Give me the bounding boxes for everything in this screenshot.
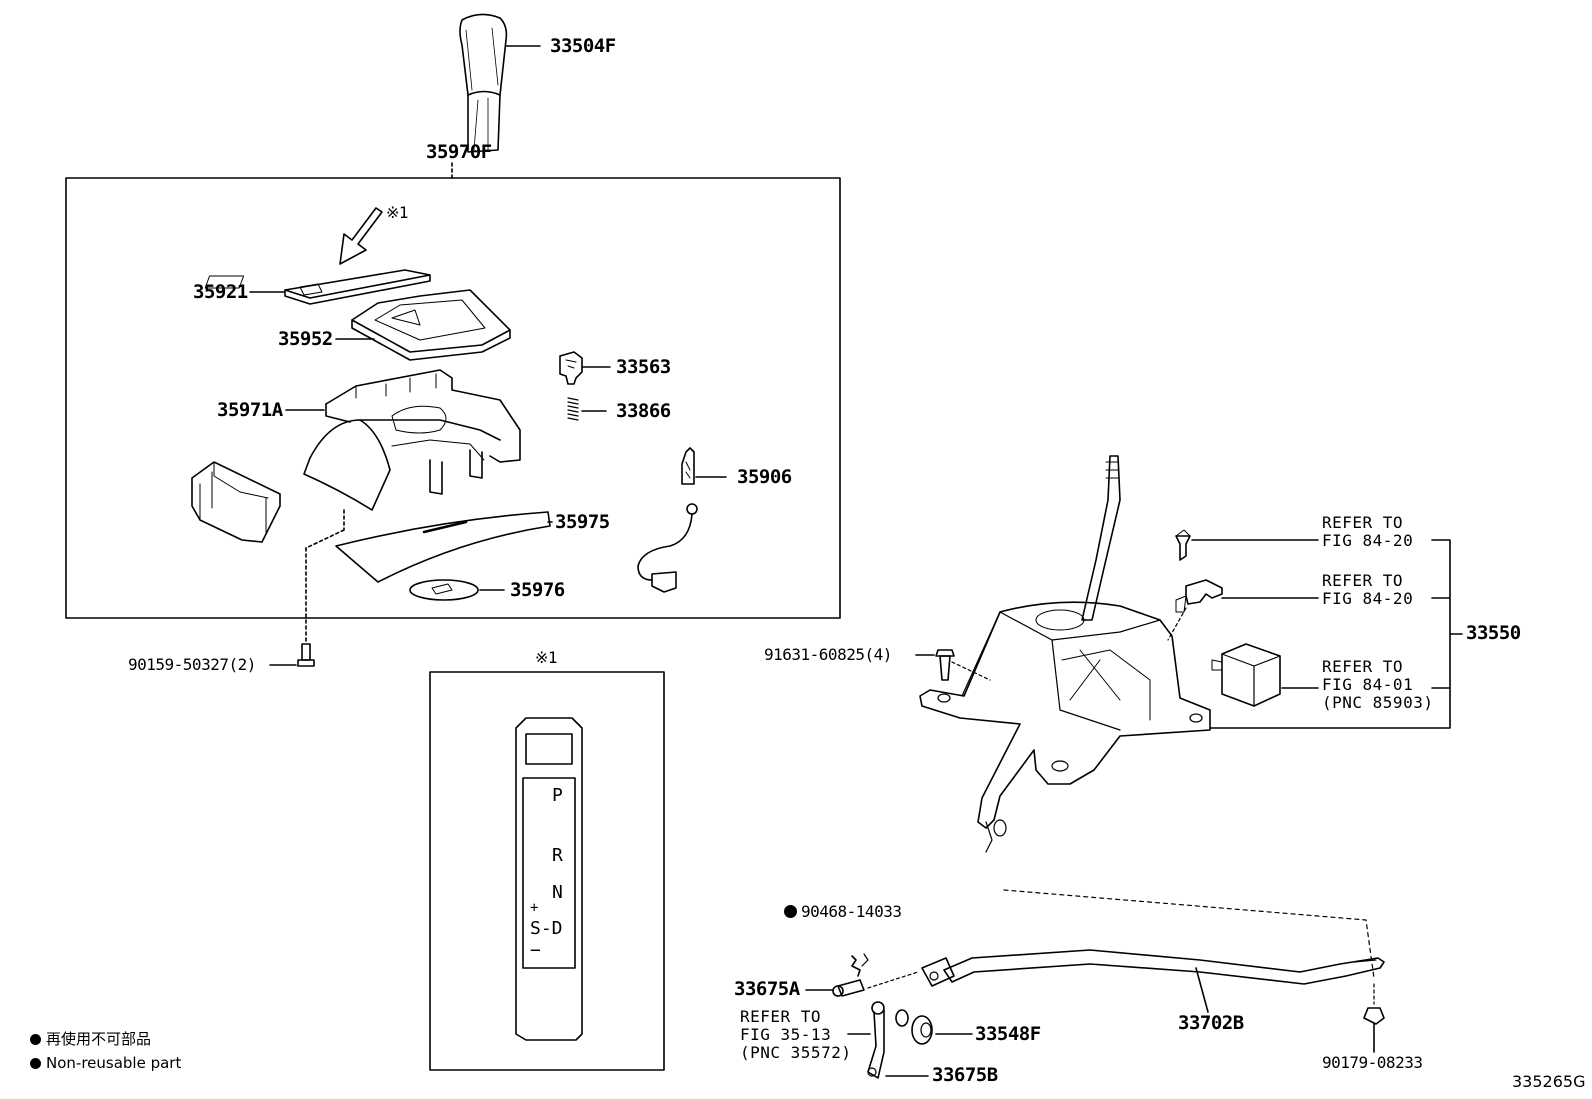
label-33866[interactable]: 33866 xyxy=(616,400,671,422)
spring-33866-drawing xyxy=(567,397,579,421)
label-33550[interactable]: 33550 xyxy=(1466,622,1521,644)
clip-33563-drawing xyxy=(559,351,583,385)
legend-jp: 再使用不可部品 xyxy=(30,1032,151,1047)
leader-33702B xyxy=(1195,967,1209,1013)
label-35952[interactable]: 35952 xyxy=(278,328,333,350)
leader-dashed-housing xyxy=(305,509,345,549)
shift-lever-drawing xyxy=(1081,455,1121,621)
label-91631[interactable]: 91631-60825(4) xyxy=(764,645,892,664)
label-35921[interactable]: 35921 xyxy=(193,281,248,303)
gate-letter-r: R xyxy=(552,845,563,866)
ref-fig-84-20-b[interactable]: REFER TO FIG 84-20 xyxy=(1322,571,1414,608)
label-33548F[interactable]: 33548F xyxy=(975,1023,1041,1045)
label-90159[interactable]: 90159-50327(2) xyxy=(128,655,256,674)
label-33675A[interactable]: 33675A xyxy=(734,978,800,1000)
dashed-link xyxy=(1003,889,1375,979)
gate-letter-p: P xyxy=(552,785,563,806)
shift-base-drawing xyxy=(919,601,1211,853)
legend-en: Non-reusable part xyxy=(30,1056,181,1071)
label-35975[interactable]: 35975 xyxy=(555,511,610,533)
note-star1: ※1 xyxy=(386,203,409,222)
bolt-90159-drawing xyxy=(297,547,315,667)
note-star1-detail: ※1 xyxy=(535,648,558,667)
plate-35921-drawing xyxy=(204,269,431,305)
nut-90179-drawing xyxy=(1363,983,1385,1025)
label-35971A[interactable]: 35971A xyxy=(217,399,283,421)
rod-33702B-drawing xyxy=(921,949,1385,987)
clip-ref1-drawing xyxy=(1175,529,1191,561)
detail-box xyxy=(429,671,665,1071)
ref-fig-84-20-a[interactable]: REFER TO FIG 84-20 xyxy=(1322,513,1414,550)
label-35906[interactable]: 35906 xyxy=(737,466,792,488)
label-90468[interactable]: 90468-14033 xyxy=(784,902,902,921)
gate-letter-minus: − xyxy=(530,940,541,961)
ref-fig-84-01[interactable]: REFER TO FIG 84-01 (PNC 85903) xyxy=(1322,657,1434,712)
arrow-note xyxy=(339,207,383,265)
label-33675B[interactable]: 33675B xyxy=(932,1064,998,1086)
label-33504F[interactable]: 33504F xyxy=(550,35,616,57)
label-33563[interactable]: 33563 xyxy=(616,356,671,378)
label-90468-text: 90468-14033 xyxy=(801,902,902,921)
legend-dot-icon xyxy=(30,1034,41,1045)
lever-33675B-drawing xyxy=(867,1001,885,1079)
leader-33550 xyxy=(1209,539,1463,729)
bolt-91631-drawing xyxy=(935,649,991,681)
label-33702B[interactable]: 33702B xyxy=(1178,1012,1244,1034)
label-90179[interactable]: 90179-08233 xyxy=(1322,1053,1423,1072)
harness-drawing xyxy=(637,503,698,593)
label-35976[interactable]: 35976 xyxy=(510,579,565,601)
gate-letter-sd: S-D xyxy=(530,918,563,939)
shift-knob-drawing xyxy=(459,13,508,153)
gate-letter-plus: + xyxy=(530,900,539,916)
switch-35906-drawing xyxy=(681,447,695,485)
legend-dot-icon xyxy=(30,1058,41,1069)
bezel-35952-drawing xyxy=(351,289,511,361)
ref-fig-35-13[interactable]: REFER TO FIG 35-13 (PNC 35572) xyxy=(740,1007,852,1062)
indicator-35975-drawing xyxy=(335,511,551,583)
bushing-33548F-drawing xyxy=(895,1009,933,1045)
legend-jp-text: 再使用不可部品 xyxy=(46,1030,152,1048)
indicator-plate-detail xyxy=(515,717,583,1041)
pin-33675A-drawing xyxy=(832,979,865,997)
legend-en-text: Non-reusable part xyxy=(46,1054,182,1072)
figure-number: 335265G xyxy=(1512,1072,1586,1091)
assembly-box-35970F xyxy=(65,177,841,619)
housing-35971A-drawing xyxy=(303,369,521,511)
non-reusable-marker xyxy=(784,905,797,918)
module-ref3-drawing xyxy=(1211,643,1281,707)
clip-90468-drawing xyxy=(851,953,869,977)
bracket-ref2-drawing xyxy=(1175,579,1223,613)
side-bracket-drawing xyxy=(191,461,281,543)
disc-35976-drawing xyxy=(409,579,479,601)
label-35970F[interactable]: 35970F xyxy=(426,141,492,163)
gate-letter-n: N xyxy=(552,882,563,903)
